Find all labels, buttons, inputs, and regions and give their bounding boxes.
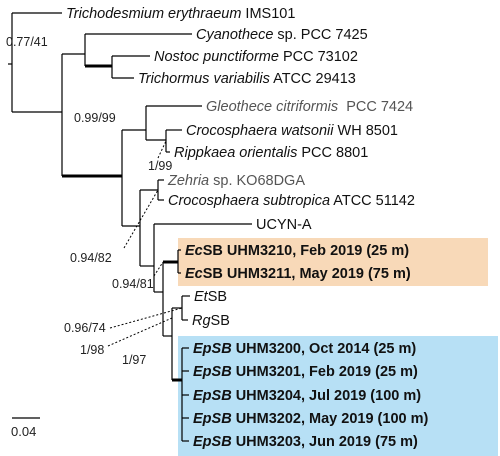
- taxon-label: EpSB UHM3201, Feb 2019 (25 m): [193, 364, 418, 380]
- taxon-label-part: ATCC 29413: [270, 71, 356, 87]
- taxon-label-part: EpSB: [193, 364, 232, 380]
- taxon-label-part: PCC 73102: [279, 49, 358, 65]
- taxon-label-part: Nostoc punctiforme: [154, 49, 279, 65]
- taxon-labels: Trichodesmium erythraeum IMS101 Cyanothe…: [66, 6, 428, 450]
- taxon-label: EcSB UHM3211, May 2019 (75 m): [185, 266, 411, 282]
- taxon-label-part: EpSB: [193, 434, 232, 450]
- taxon-label-part: IMS101: [241, 6, 295, 22]
- taxon-label: Crocosphaera subtropica ATCC 51142: [168, 193, 415, 209]
- taxon-label-part: Zehria: [167, 173, 209, 189]
- tree-branches: [8, 12, 252, 442]
- leader-0-94-81: [153, 261, 164, 277]
- taxon-label-part: UHM3201, Feb 2019 (25 m): [232, 364, 418, 380]
- leader-0-96-74: [109, 307, 183, 329]
- taxon-label-part: ATCC 51142: [330, 193, 415, 209]
- leader-0-94-82: [123, 189, 159, 249]
- support-value: 0.96/74: [64, 321, 106, 335]
- taxon-label-part: Ec: [185, 266, 203, 282]
- taxon-label-part: Rg: [192, 313, 211, 329]
- taxon-label-part: sp. PCC 7425: [273, 27, 367, 43]
- support-values: 0.77/41 0.99/99 1/99 0.94/82 0.94/81 0.9…: [6, 35, 172, 367]
- taxon-label: EpSB UHM3204, Jul 2019 (100 m): [193, 388, 421, 404]
- taxon-label-part: SB: [211, 313, 230, 329]
- taxon-label-part: sp. KO68DGA: [209, 173, 305, 189]
- taxon-label: Gleothece citriformis PCC 7424: [206, 99, 413, 115]
- taxon-label-part: EpSB: [193, 411, 232, 427]
- taxon-label-part: WH 8501: [334, 123, 398, 139]
- epsb-highlight-box: [178, 336, 498, 456]
- taxon-label-part: UHM3204, Jul 2019 (100 m): [232, 388, 422, 404]
- taxon-label: Rippkaea orientalis PCC 8801: [174, 145, 368, 161]
- taxon-label-part: UCYN-A: [256, 217, 312, 233]
- taxon-label-part: Trichormus variabilis: [138, 71, 270, 87]
- support-value: 0.99/99: [74, 111, 116, 125]
- taxon-label: Trichormus variabilis ATCC 29413: [138, 71, 356, 87]
- taxon-label-part: UHM3202, May 2019 (100 m): [232, 411, 429, 427]
- taxon-label-part: Crocosphaera subtropica: [168, 193, 330, 209]
- taxon-label-part: UHM3203, Jun 2019 (75 m): [232, 434, 418, 450]
- support-value: 0.94/82: [70, 251, 112, 265]
- taxon-label-part: EpSB: [193, 341, 232, 357]
- taxon-label-part: Crocosphaera watsonii: [186, 123, 334, 139]
- taxon-label-part: Et: [194, 289, 209, 305]
- support-value: 1/97: [122, 353, 146, 367]
- scale-bar: 0.04: [11, 417, 40, 439]
- support-value: 0.94/81: [112, 277, 154, 291]
- scale-bar-label: 0.04: [11, 424, 36, 439]
- taxon-label: RgSB: [192, 313, 230, 329]
- taxon-label: Trichodesmium erythraeum IMS101: [66, 6, 295, 22]
- taxon-label-part: PCC 8801: [297, 145, 368, 161]
- taxon-label-part: SB UHM3211, May 2019 (75 m): [203, 266, 411, 282]
- taxon-label: Nostoc punctiforme PCC 73102: [154, 49, 358, 65]
- taxon-label: EcSB UHM3210, Feb 2019 (25 m): [185, 243, 409, 259]
- taxon-label: Crocosphaera watsonii WH 8501: [186, 123, 398, 139]
- taxon-label: EpSB UHM3200, Oct 2014 (25 m): [193, 341, 416, 357]
- taxon-label-part: Trichodesmium erythraeum: [66, 6, 241, 22]
- taxon-label-part: Gleothece citriformis: [206, 99, 338, 115]
- taxon-label-part: SB: [208, 289, 227, 305]
- support-value: 1/98: [80, 343, 104, 357]
- taxon-label: Cyanothece sp. PCC 7425: [196, 27, 368, 43]
- taxon-label: EpSB UHM3203, Jun 2019 (75 m): [193, 434, 418, 450]
- support-value: 0.77/41: [6, 35, 48, 49]
- taxon-label-part: EpSB: [193, 388, 232, 404]
- taxon-label-part: SB UHM3210, Feb 2019 (25 m): [203, 243, 409, 259]
- taxon-label-part: Ec: [185, 243, 203, 259]
- ecsb-highlight-box: [178, 238, 488, 286]
- taxon-label: Zehria sp. KO68DGA: [167, 173, 305, 189]
- taxon-label-part: PCC 7424: [338, 99, 413, 115]
- taxon-label: UCYN-A: [256, 217, 312, 233]
- taxon-label-part: Cyanothece: [196, 27, 273, 43]
- support-leaders: [107, 140, 183, 347]
- taxon-label-part: UHM3200, Oct 2014 (25 m): [232, 341, 417, 357]
- taxon-label: EpSB UHM3202, May 2019 (100 m): [193, 411, 428, 427]
- taxon-label: EtSB: [194, 289, 227, 305]
- taxon-label-part: Rippkaea orientalis: [174, 145, 297, 161]
- leader-1-99: [157, 140, 167, 159]
- support-value: 1/99: [148, 159, 172, 173]
